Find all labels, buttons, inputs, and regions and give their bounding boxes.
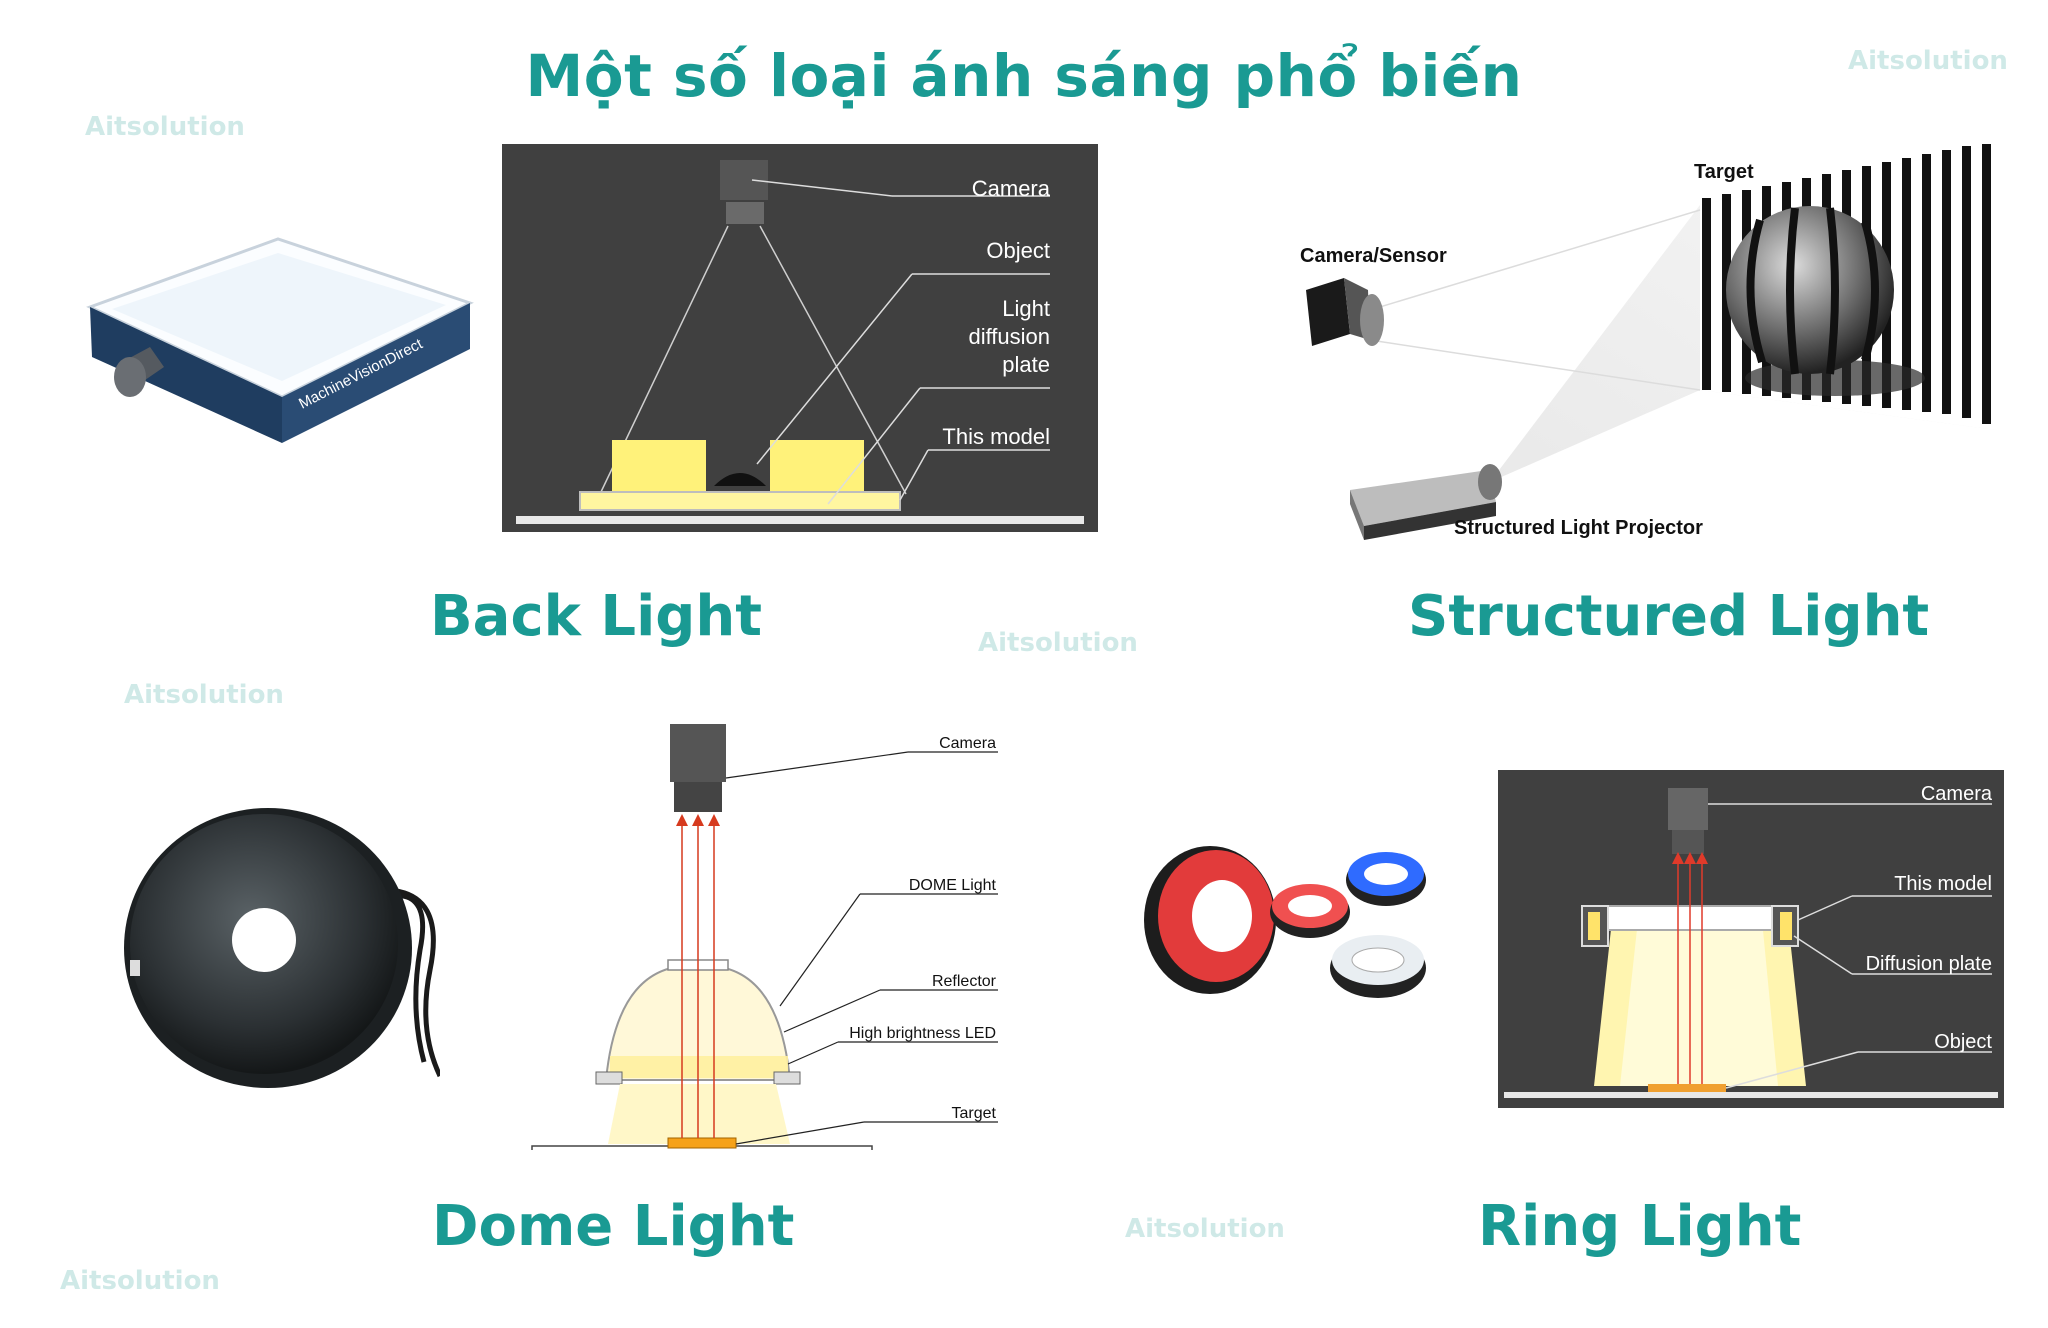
camera-label: Camera <box>939 735 996 752</box>
diffusion-label-line2: diffusion <box>968 324 1050 349</box>
camera-label: Camera <box>972 176 1051 201</box>
backlight-diagram: Camera Object Light diffusion plate This… <box>502 144 1098 532</box>
watermark-logo: Aitsolution <box>85 112 245 142</box>
caption-structured-light: Structured Light <box>1408 584 1930 649</box>
ring-light-diagram: Camera This model Diffusion plate Object <box>1498 770 2004 1108</box>
projector-label: Structured Light Projector <box>1454 517 1703 539</box>
watermark-logo: Aitsolution <box>1125 1214 1285 1244</box>
structured-light-diagram: Target Camera/Sensor Structured Light Pr… <box>1300 144 1996 540</box>
dome-label: DOME Light <box>909 877 997 894</box>
watermark-logo: Aitsolution <box>124 680 284 710</box>
dome-product-image <box>124 808 440 1088</box>
target-sphere <box>1726 206 1894 374</box>
diffusion-label: Diffusion plate <box>1866 953 1992 975</box>
target-label: Target <box>952 1105 997 1122</box>
watermark-logo: Aitsolution <box>978 628 1138 658</box>
caption-dome-light: Dome Light <box>432 1194 795 1259</box>
diffusion-label-line1: Light <box>1002 296 1050 321</box>
dome-light-diagram: Camera DOME Light Reflector High brightn… <box>531 724 998 1150</box>
led-label: High brightness LED <box>849 1025 996 1042</box>
watermark-logo: Aitsolution <box>60 1266 220 1296</box>
object-label: Object <box>1934 1031 1992 1053</box>
caption-ring-light: Ring Light <box>1478 1194 1802 1259</box>
diffusion-label-line3: plate <box>1002 352 1050 377</box>
model-label: This model <box>1894 873 1992 895</box>
page-title: Một số loại ánh sáng phổ biến <box>525 42 1523 110</box>
model-label: This model <box>942 424 1050 449</box>
target-label: Target <box>1694 161 1754 183</box>
caption-back-light: Back Light <box>430 584 763 649</box>
camera-label: Camera <box>1921 783 1993 805</box>
watermark-logo: Aitsolution <box>1848 46 2008 76</box>
ring-product-image <box>1144 846 1426 998</box>
object-label: Object <box>986 238 1050 263</box>
backlight-product-image: MachineVisionDirect <box>86 237 474 443</box>
camera-sensor-label: Camera/Sensor <box>1300 245 1447 267</box>
reflector-label: Reflector <box>932 973 997 990</box>
